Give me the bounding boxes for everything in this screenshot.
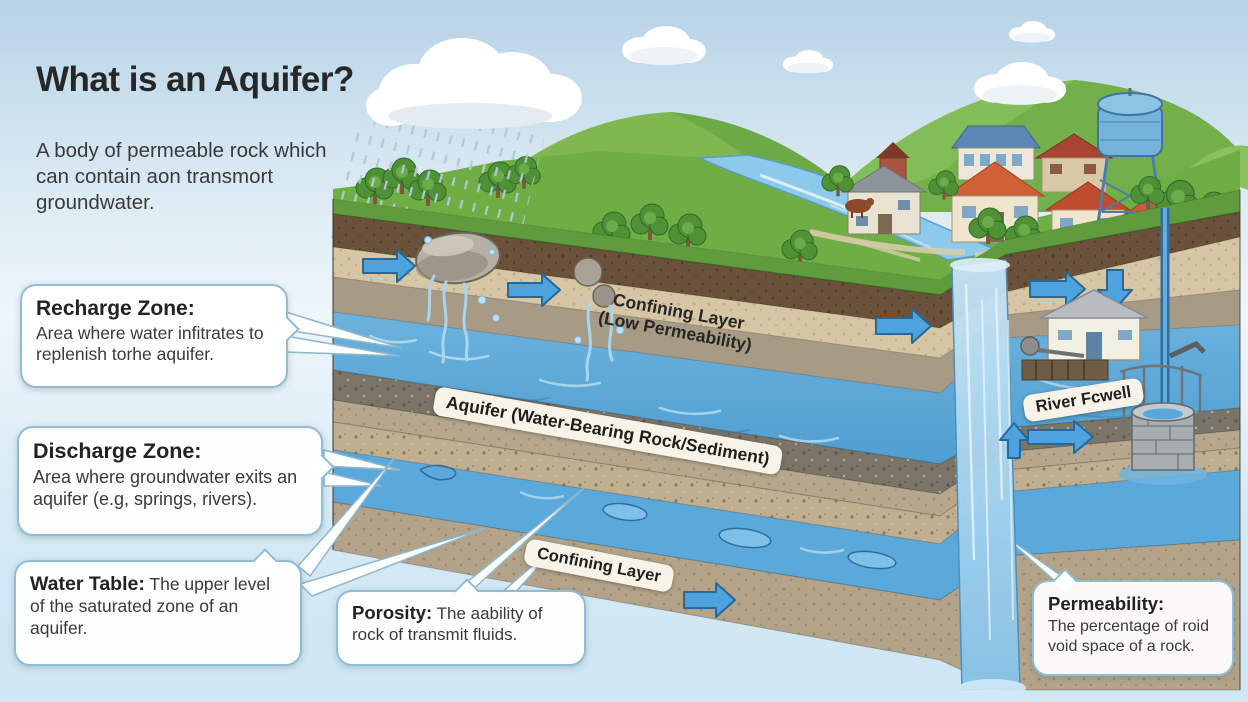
arrow-up-icon	[999, 422, 1029, 459]
callout-body: Area where groundwater exits an aquifer …	[33, 467, 298, 510]
arrow-right-icon	[507, 273, 561, 307]
cloud-icon	[782, 50, 834, 74]
callout-title: Water Table:	[30, 573, 145, 595]
callout-body: The aability of rock of transmit fluids.	[352, 604, 543, 644]
lower-aquifer-texture	[419, 464, 897, 570]
callout-body: Area where water infitrates to replenish…	[36, 323, 264, 365]
dock	[1020, 336, 1109, 381]
callout-permeability: Permeability: The percentage of roid voi…	[1032, 568, 1234, 676]
callout-body: The upper level of the saturated zone of…	[30, 574, 271, 638]
well	[1119, 340, 1207, 485]
callout-title: Recharge Zone:	[36, 297, 195, 320]
callout-title: Permeability:	[1048, 593, 1165, 614]
callout-porosity: Porosity: The aability of rock of transm…	[336, 578, 586, 666]
arrow-right-icon	[362, 249, 416, 283]
block-outlines	[332, 190, 1241, 690]
callout-title: Porosity:	[352, 602, 433, 623]
page-title: What is an Aquifer?	[36, 60, 354, 99]
page-description: A body of permeable rock which can conta…	[36, 139, 327, 214]
grass-surface	[333, 150, 1240, 280]
callout-recharge-zone: Recharge Zone: Area where water infitrat…	[20, 284, 300, 388]
arrow-right-icon	[875, 308, 932, 344]
callout-discharge-zone: Discharge Zone: Area where groundwater e…	[17, 426, 335, 536]
flow-arrows	[362, 249, 1133, 618]
cloud-icon	[973, 62, 1067, 105]
waterfall	[950, 258, 1026, 697]
cloud-icon	[1008, 21, 1056, 43]
infiltration-rocks	[415, 231, 616, 308]
cloud-icon	[622, 26, 706, 65]
infiltration-drips	[426, 274, 614, 382]
callout-title: Discharge Zone:	[33, 439, 202, 463]
arrow-right-icon	[1029, 271, 1086, 307]
arrow-right-icon	[1027, 420, 1094, 454]
cow	[845, 198, 874, 218]
arrow-right-icon	[683, 582, 736, 618]
callout-water-table: Water Table: The upper level of the satu…	[14, 548, 302, 666]
water-droplets	[424, 236, 625, 344]
callout-body: The percentage of roid void space of a r…	[1048, 618, 1209, 656]
